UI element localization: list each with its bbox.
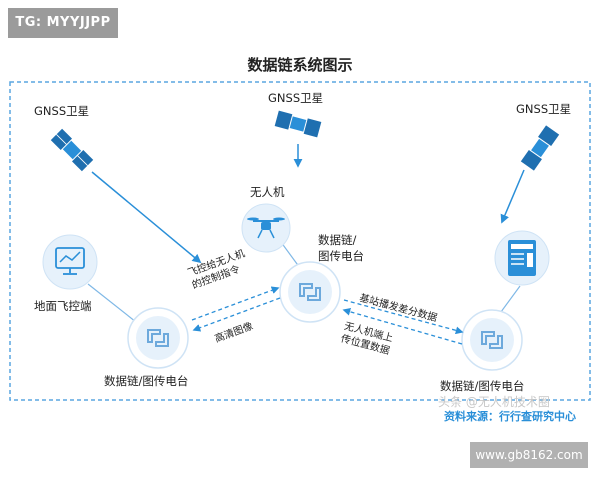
signal-left-line	[91, 171, 202, 264]
datalink-center-node	[279, 261, 341, 323]
gnss-center-label: GNSS卫星	[268, 91, 324, 105]
differential-arrow	[343, 299, 464, 335]
ground-control-node	[42, 234, 98, 290]
signal-right-line	[500, 169, 525, 224]
source-note: 资料来源：行行查研究中心	[444, 410, 576, 423]
satellite-left-icon	[50, 128, 94, 172]
uplink-arrow	[191, 286, 280, 321]
satellite-center-icon	[274, 110, 322, 138]
server-icon	[508, 240, 536, 276]
drone-icon	[247, 217, 285, 239]
watermark: 头条 @无人机技术圈	[438, 395, 550, 409]
site-badge: www.gb8162.com	[470, 442, 588, 468]
ground-connector	[87, 283, 137, 323]
gnss-left-label: GNSS卫星	[34, 104, 90, 118]
monitor-icon	[55, 247, 85, 275]
tg-tag: TG: MYYJJPP	[8, 8, 118, 38]
datalink-left-node	[127, 307, 189, 369]
diagram-title: 数据链系统图示	[247, 56, 353, 74]
downlink-arrow	[192, 297, 281, 332]
datalink-center-label: 数据链/ 图传电台	[318, 233, 364, 263]
datalink-right-node	[461, 309, 523, 371]
datalink-left-label: 数据链/图传电台	[104, 374, 189, 388]
ground-control-label: 地面飞控端	[34, 299, 92, 313]
satellite-right-icon	[520, 125, 560, 171]
system-frame	[9, 81, 591, 401]
datalink-right-label: 数据链/图传电台	[440, 379, 525, 393]
drone-label: 无人机	[250, 185, 285, 199]
gnss-right-label: GNSS卫星	[516, 102, 572, 116]
